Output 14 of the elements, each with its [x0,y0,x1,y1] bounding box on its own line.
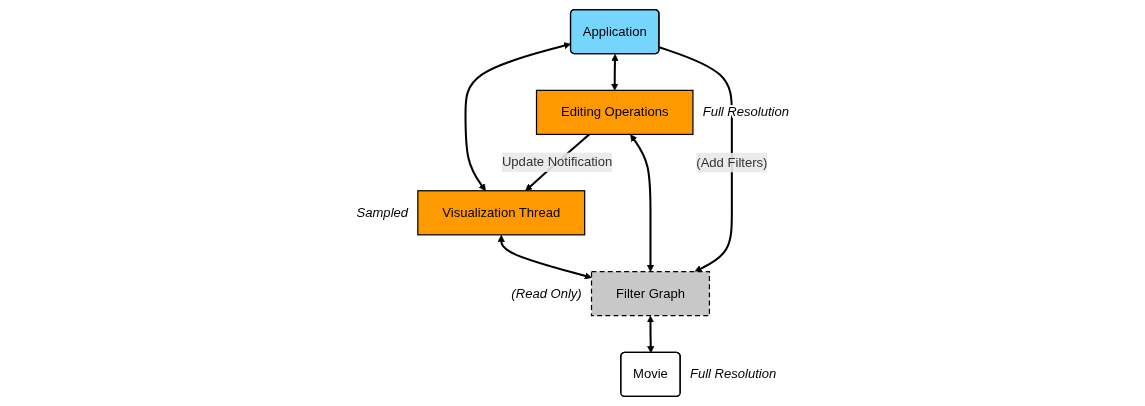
arrow [610,54,619,91]
arrow [646,315,655,354]
arrow [497,234,592,280]
arrow [464,42,571,192]
side-note: Full Resolution [689,366,776,382]
side-note: Sampled [356,204,408,220]
node-box: Filter Graph [590,270,710,317]
edge-label: (Add Filters) [696,155,768,170]
node-box: Visualization Thread [416,190,585,236]
node-box: Editing Operations [535,89,694,136]
arrow [658,46,733,272]
side-note: (Read Only) [511,285,582,301]
arrow [630,134,654,272]
edge-label: Update Notification [501,154,612,169]
